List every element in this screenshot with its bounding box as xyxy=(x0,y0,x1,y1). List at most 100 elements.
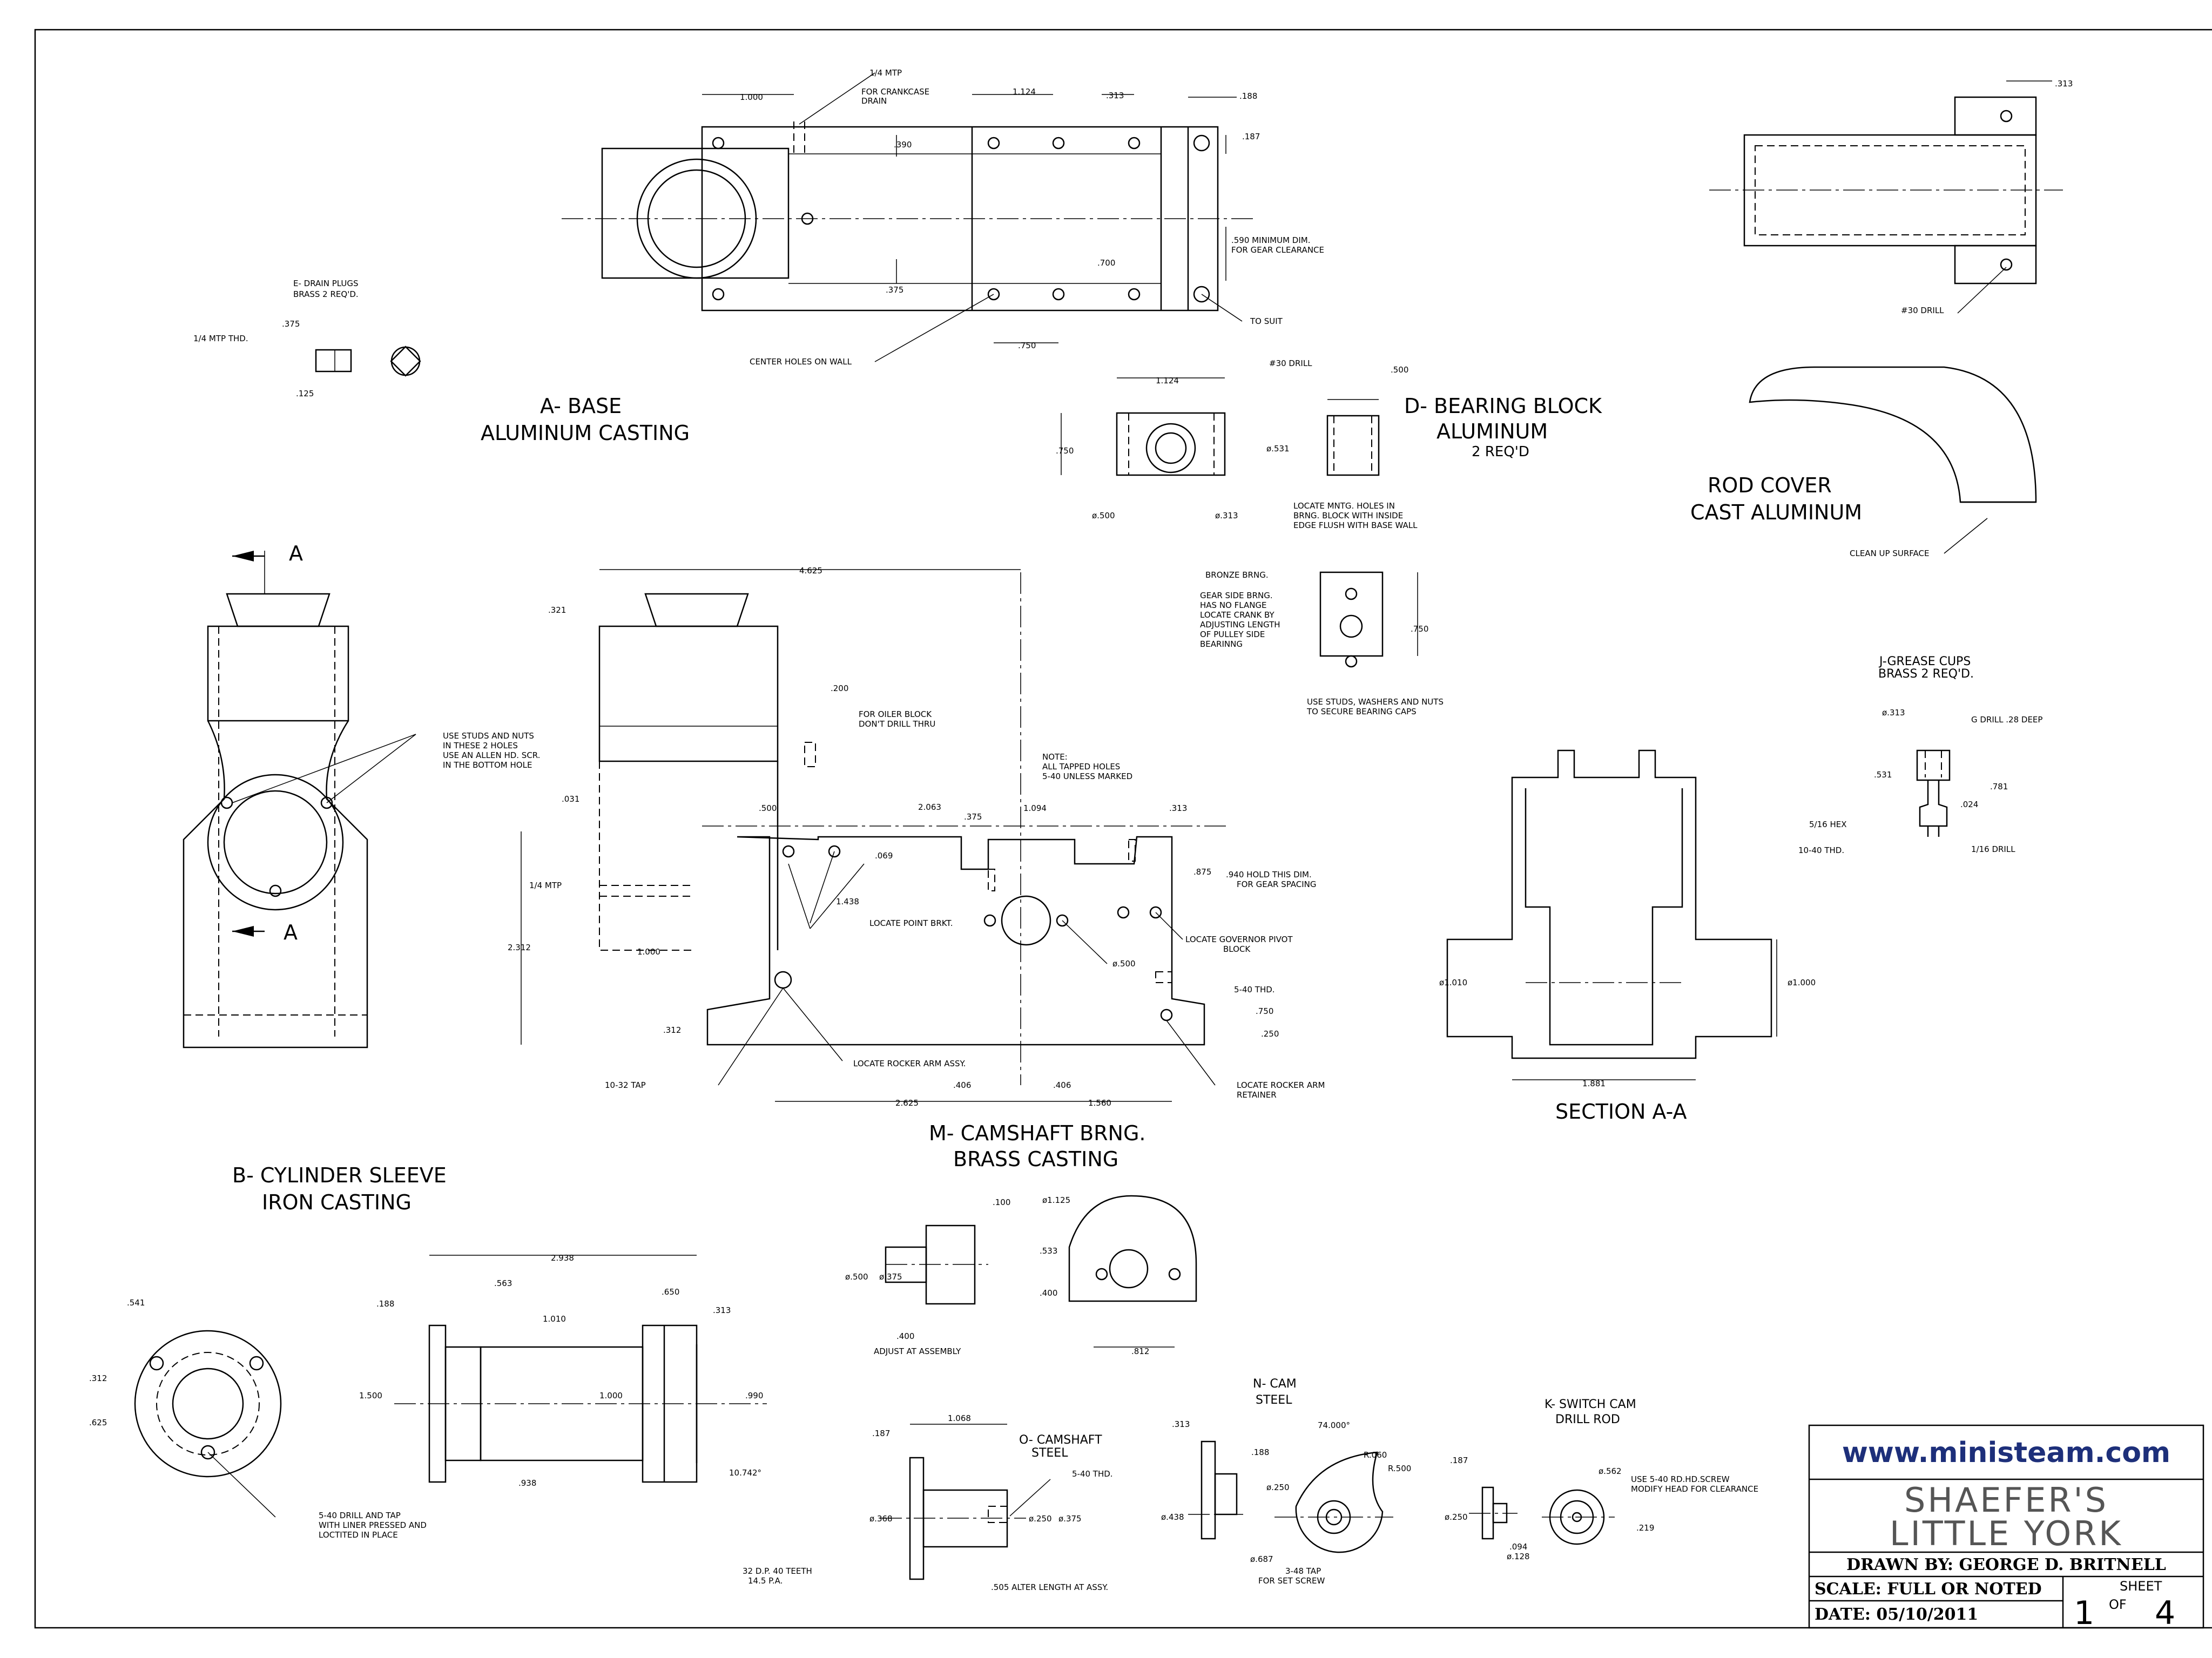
date-label: DATE: 05/10/2011 xyxy=(1815,1605,1978,1624)
dim-m-031: .031 xyxy=(562,794,579,804)
note-gear-side-5: OF PULLEY SIDE xyxy=(1200,630,1265,639)
note-liner-1: 5-40 DRILL AND TAP xyxy=(319,1511,401,1520)
dim-m-2625: 2.625 xyxy=(895,1098,919,1108)
dim-n-250: ø.250 xyxy=(1266,1483,1290,1492)
dim-m-321: .321 xyxy=(548,605,566,615)
j-title: J-GREASE CUPS xyxy=(1878,655,1971,668)
dim-a-313: .313 xyxy=(1106,91,1124,100)
rod-cover-subtitle: CAST ALUMINUM xyxy=(1690,500,1862,524)
note-e-mtp-thd: 1/4 MTP THD. xyxy=(193,334,248,343)
sheet-number: 1 xyxy=(2074,1594,2094,1632)
dim-l-650: .650 xyxy=(662,1287,679,1297)
dim-a-700: .700 xyxy=(1097,258,1115,268)
of-label: OF xyxy=(2109,1597,2127,1612)
note-locate-mntg-1: LOCATE MNTG. HOLES IN xyxy=(1293,501,1395,511)
note-mtp-drain-3: DRAIN xyxy=(861,96,887,106)
note-locate-mntg-3: EDGE FLUSH WITH BASE WALL xyxy=(1293,520,1418,530)
dim-m-375: .375 xyxy=(964,812,982,822)
dim-m-1000: 1.000 xyxy=(637,947,660,957)
dim-m-200: .200 xyxy=(831,683,848,693)
d-title: D- BEARING BLOCK xyxy=(1404,394,1602,418)
view-bearing-flange: .100 ø1.125 .533 .400 .812 ø.500 ø.375 .… xyxy=(845,1195,1197,1356)
note-center-holes: CENTER HOLES ON WALL xyxy=(750,357,852,367)
o-title: O- CAMSHAFT xyxy=(1019,1433,1102,1447)
dim-m-406a: .406 xyxy=(953,1080,971,1090)
note-gear-side-2: HAS NO FLANGE xyxy=(1200,600,1267,610)
m-title: M- CAMSHAFT BRNG. xyxy=(929,1121,1146,1145)
dim-d-313dia: ø.313 xyxy=(1215,511,1238,520)
view-b-cylinder: A A USE STUDS AND NUTS IN THESE 2 HOLES … xyxy=(183,542,540,1214)
note-rdhd-1: USE 5-40 RD.HD.SCREW xyxy=(1631,1474,1730,1484)
dim-l-1500: 1.500 xyxy=(359,1391,382,1400)
dim-k-187: .187 xyxy=(1450,1456,1468,1465)
note-rc-drill30: #30 DRILL xyxy=(1901,306,1944,315)
dim-l-312: .312 xyxy=(89,1373,107,1383)
dim-n-687: ø.687 xyxy=(1250,1554,1273,1564)
dim-k-219: .219 xyxy=(1636,1523,1654,1533)
dim-l-938: .938 xyxy=(518,1478,536,1488)
note-set-screw-1: 3-48 TAP xyxy=(1285,1566,1321,1576)
dim-j-024: .024 xyxy=(1960,800,1978,809)
dim-a-187: .187 xyxy=(1242,132,1260,141)
drawing-name-line2: LITTLE YORK xyxy=(1890,1514,2123,1553)
note-m-mtp14: 1/4 MTP xyxy=(529,881,562,890)
dim-m-313: .313 xyxy=(1169,803,1187,813)
note-min-dim-2: FOR GEAR CLEARANCE xyxy=(1231,245,1324,255)
note-set-screw-2: FOR SET SCREW xyxy=(1258,1576,1325,1586)
note-rocker-ret-1: LOCATE ROCKER ARM xyxy=(1237,1080,1325,1090)
dim-f-375: ø.375 xyxy=(879,1272,902,1282)
view-liner: 2.938 .563 .650 .313 .188 1.010 1.500 1.… xyxy=(89,1253,767,1540)
dim-f-1125: ø1.125 xyxy=(1042,1195,1070,1205)
scale-label: SCALE: FULL OR NOTED xyxy=(1815,1580,2042,1599)
dim-f-533: .533 xyxy=(1040,1246,1057,1256)
note-o-5040: 5-40 THD. xyxy=(1072,1469,1113,1479)
k-title: K- SWITCH CAM xyxy=(1545,1398,1636,1411)
dim-l-1000: 1.000 xyxy=(599,1391,623,1400)
website-label: www.ministeam.com xyxy=(1842,1437,2170,1469)
title-block: www.ministeam.com SHAEFER'S LITTLE YORK … xyxy=(1808,1424,2204,1632)
dim-n-R500: R.500 xyxy=(1388,1464,1411,1473)
note-tapped-1: NOTE: xyxy=(1042,752,1068,762)
view-j-grease: J-GREASE CUPS BRASS 2 REQ'D. ø.313 G DRI… xyxy=(1798,655,2042,855)
sheet-label: SHEET xyxy=(2120,1579,2162,1594)
dim-m-500: .500 xyxy=(759,803,777,813)
dim-sec-1881: 1.881 xyxy=(1582,1079,1606,1088)
note-tapped-3: 5-40 UNLESS MARKED xyxy=(1042,772,1132,781)
note-hold-dim-2: FOR GEAR SPACING xyxy=(1237,879,1317,889)
dim-o-1068: 1.068 xyxy=(948,1413,971,1423)
dim-d-750: .750 xyxy=(1056,446,1074,456)
note-liner-2: WITH LINER PRESSED AND xyxy=(319,1520,427,1530)
dim-o-375: ø.375 xyxy=(1058,1514,1082,1524)
dim-n-188: .188 xyxy=(1251,1447,1269,1457)
note-rocker-ret-2: RETAINER xyxy=(1237,1090,1277,1100)
view-k-switch: K- SWITCH CAM DRILL ROD .187 ø.562 USE 5… xyxy=(1445,1398,1758,1561)
dim-m-2063: 2.063 xyxy=(918,802,941,812)
note-to-suit: TO SUIT xyxy=(1250,316,1283,326)
dim-o-187: .187 xyxy=(872,1429,890,1438)
e-subtitle: BRASS 2 REQ'D. xyxy=(293,289,359,299)
dim-d-750b: .750 xyxy=(1411,624,1428,634)
note-gear-side-3: LOCATE CRANK BY xyxy=(1200,610,1274,620)
note-tap1032: 10-32 TAP xyxy=(605,1080,646,1090)
note-tapped-2: ALL TAPPED HOLES xyxy=(1042,762,1120,772)
dim-d-531: ø.531 xyxy=(1266,444,1290,454)
drawn-by: DRAWN BY: GEORGE D. BRITNELL xyxy=(1846,1555,2166,1574)
dim-l-313: .313 xyxy=(713,1305,731,1315)
note-g-drill: G DRILL .28 DEEP xyxy=(1971,715,2042,725)
view-d-bearing-block: 1.124 #30 DRILL .500 .750 ø.531 ø.500 ø.… xyxy=(1056,358,1602,716)
dim-n-R060: R.060 xyxy=(1364,1450,1387,1460)
dim-rc-313: .313 xyxy=(2055,79,2073,89)
view-m-camshaft-brng: 4.625 .321 .200 FOR OILER BLOCK DON'T DR… xyxy=(508,566,1325,1171)
e-title: E- DRAIN PLUGS xyxy=(293,279,358,288)
dim-m-875: .875 xyxy=(1193,867,1211,877)
note-studs-3: USE AN ALLEN HD. SCR. xyxy=(443,750,540,760)
dim-n-74000: 74.000° xyxy=(1318,1420,1350,1430)
note-mtp-drain-2: FOR CRANKCASE xyxy=(861,87,929,97)
dim-sec-1000: ø1.000 xyxy=(1788,978,1816,987)
note-min-dim-1: .590 MINIMUM DIM. xyxy=(1231,235,1311,245)
note-adjust: ADJUST AT ASSEMBLY xyxy=(874,1346,961,1356)
dim-n-313: .313 xyxy=(1172,1419,1190,1429)
dim-m-1438: 1.438 xyxy=(836,897,859,906)
dim-m-069: .069 xyxy=(875,851,893,861)
